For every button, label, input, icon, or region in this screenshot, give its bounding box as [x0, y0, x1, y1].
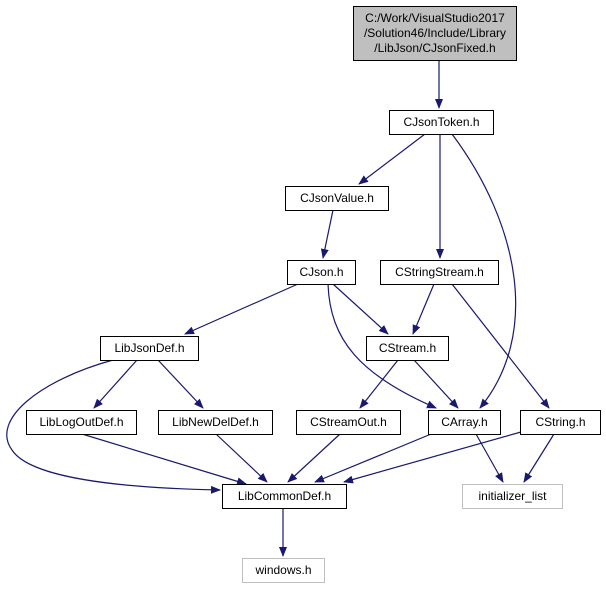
node-label-libnewdeldef: LibNewDelDef.h [172, 415, 259, 429]
node-cstring[interactable]: CString.h [520, 410, 601, 435]
node-label-cjsontoken: CJsonToken.h [403, 115, 479, 129]
node-cjsonvalue[interactable]: CJsonValue.h [285, 186, 389, 211]
node-label-cstreamout: CStreamOut.h [310, 415, 387, 429]
node-label-libcommondef: LibCommonDef.h [238, 489, 331, 503]
edge-cjson-to-cstream [332, 283, 389, 335]
node-cjsontoken[interactable]: CJsonToken.h [389, 110, 494, 135]
node-cjson[interactable]: CJson.h [287, 260, 356, 285]
node-box-initializer_list [462, 484, 563, 509]
node-carray[interactable]: CArray.h [428, 410, 501, 435]
node-libcommondef[interactable]: LibCommonDef.h [222, 484, 347, 509]
edge-cstringstream-to-cstring [451, 283, 550, 409]
edges-layer [6, 60, 555, 557]
edge-cstring-to-libcommondef [343, 431, 522, 484]
edge-cjsontoken-to-carray [451, 133, 517, 409]
node-box-cjsonvalue [285, 186, 389, 211]
node-label-liblogoutdef: LibLogOutDef.h [39, 415, 123, 429]
nodes-layer: C:/Work/VisualStudio2017/Solution46/Incl… [26, 6, 601, 583]
node-box-cstring [520, 410, 601, 435]
edge-carray-to-initializer_list [475, 433, 504, 483]
edge-cstringstream-to-cstream [412, 283, 435, 335]
edge-libjsondef-to-liblogoutdef [93, 359, 138, 409]
edge-cstring-to-initializer_list [523, 433, 555, 483]
node-box-libnewdeldef [158, 410, 273, 435]
edge-libjsondef-to-libcommondef [6, 359, 221, 494]
node-label-initializer_list: initializer_list [478, 489, 547, 503]
node-box-root [353, 6, 517, 61]
edge-libjsondef-to-libnewdeldef [157, 359, 204, 409]
node-label-cjson: CJson.h [299, 265, 343, 279]
edge-cjsontoken-to-cjsonvalue [358, 133, 426, 185]
edge-libnewdeldef-to-libcommondef [215, 433, 268, 483]
node-box-windows [242, 558, 325, 583]
node-libjsondef[interactable]: LibJsonDef.h [100, 336, 199, 361]
edge-cjson-to-libjsondef [184, 283, 299, 335]
node-initializer_list: initializer_list [462, 484, 563, 509]
node-cstream[interactable]: CStream.h [366, 336, 449, 361]
node-liblogoutdef[interactable]: LibLogOutDef.h [26, 410, 137, 435]
node-label-carray: CArray.h [441, 415, 487, 429]
node-windows: windows.h [242, 558, 325, 583]
node-libnewdeldef[interactable]: LibNewDelDef.h [158, 410, 273, 435]
node-label-cstring: CString.h [535, 415, 585, 429]
node-box-libcommondef [222, 484, 347, 509]
edge-cjsonvalue-to-cjson [320, 209, 334, 259]
node-box-cjson [287, 260, 356, 285]
edge-cstreamout-to-libcommondef [287, 433, 341, 483]
node-root: C:/Work/VisualStudio2017/Solution46/Incl… [353, 6, 517, 61]
node-label-libjsondef: LibJsonDef.h [114, 341, 184, 355]
node-box-cstringstream [380, 260, 499, 285]
edge-cstream-to-cstreamout [359, 359, 399, 409]
node-label-cstream: CStream.h [379, 341, 436, 355]
edge-carray-to-libcommondef [314, 431, 437, 483]
node-label-root-line-1: /Solution46/Include/Library [364, 26, 506, 40]
node-box-cstreamout [296, 410, 401, 435]
node-label-root-line-2: /LibJson/CJsonFixed.h [374, 41, 495, 55]
edge-cstream-to-carray [413, 359, 459, 409]
node-cstreamout[interactable]: CStreamOut.h [296, 410, 401, 435]
edge-liblogoutdef-to-libcommondef [81, 433, 247, 486]
node-box-liblogoutdef [26, 410, 137, 435]
node-label-cstringstream: CStringStream.h [395, 265, 484, 279]
node-cstringstream[interactable]: CStringStream.h [380, 260, 499, 285]
node-box-cjsontoken [389, 110, 494, 135]
node-label-cjsonvalue: CJsonValue.h [300, 191, 374, 205]
edge-cjson-to-carray [327, 283, 437, 409]
node-box-cstream [366, 336, 449, 361]
node-label-windows: windows.h [254, 563, 311, 577]
node-box-libjsondef [100, 336, 199, 361]
node-label-root-line-0: C:/Work/VisualStudio2017 [365, 11, 505, 25]
node-box-carray [428, 410, 501, 435]
